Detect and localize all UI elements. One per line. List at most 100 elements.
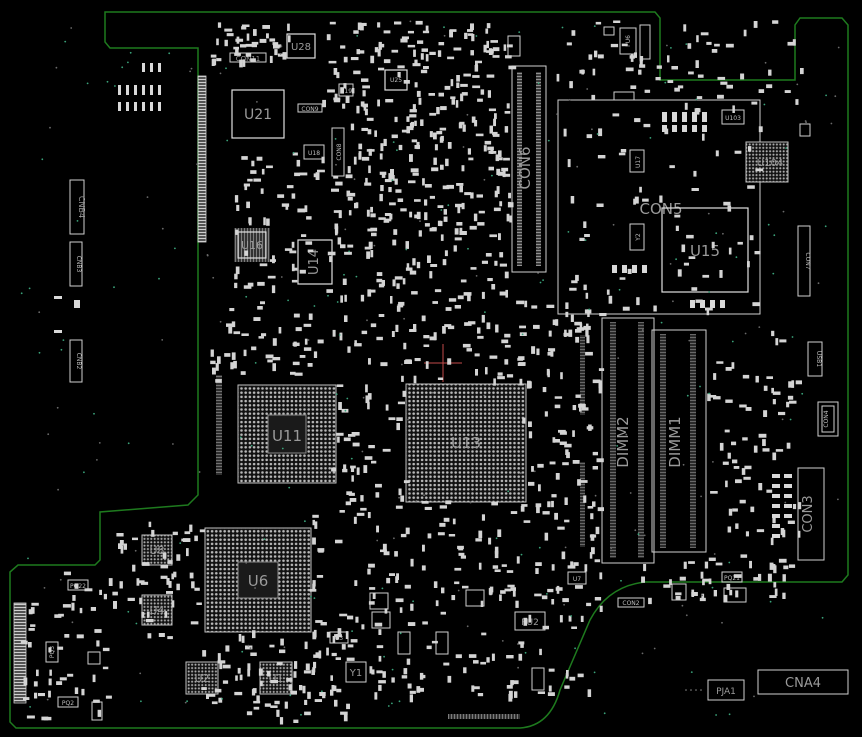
pq2-chip[interactable]: PQ2: [57, 696, 79, 708]
u16-chip[interactable]: U16: [234, 228, 270, 262]
smd-pad: [338, 210, 342, 219]
smd-pad: [189, 572, 194, 579]
y2-crystal[interactable]: Y2: [629, 223, 645, 251]
smd-pad: [176, 583, 180, 591]
cnb4-label: CNB4: [77, 196, 86, 218]
via: [83, 471, 85, 474]
u8-chip[interactable]: U8: [141, 534, 173, 566]
smd-pad: [439, 127, 447, 131]
cnb3-connector[interactable]: CNB3: [69, 241, 83, 287]
pu6-chip[interactable]: PU6: [619, 27, 637, 55]
via: [393, 537, 395, 540]
bottom-left-connector[interactable]: [13, 602, 27, 704]
smd-pad: [23, 697, 30, 700]
pq3-chip[interactable]: PQ3: [45, 641, 59, 663]
smd-pad: [691, 287, 698, 291]
smd-pad: [245, 645, 253, 650]
smd-pad: [481, 514, 485, 521]
smd-pad: [231, 321, 236, 328]
smd-pad: [309, 589, 317, 592]
dimm1-slot[interactable]: DIMM1: [651, 329, 707, 553]
u15-chip[interactable]: U15: [661, 207, 749, 293]
via: [212, 276, 215, 279]
smd-pad: [599, 572, 603, 580]
smd-pad: [620, 149, 627, 153]
con4-connector[interactable]: CON4: [817, 401, 839, 437]
smd-pad: [675, 592, 682, 596]
con6-connector[interactable]: CON6: [511, 65, 547, 273]
con9-connector[interactable]: CON9: [297, 103, 323, 113]
u28-chip[interactable]: U28: [286, 33, 316, 59]
smd-pad: [599, 313, 607, 317]
left-edge-connector[interactable]: [197, 75, 207, 243]
via: [547, 139, 550, 142]
smd-pad: [312, 583, 316, 592]
smd-pad: [288, 684, 293, 691]
smd-pad: [332, 685, 337, 692]
u17-chip[interactable]: U17: [629, 149, 645, 173]
smd-pad: [735, 523, 739, 529]
via: [695, 98, 698, 101]
usb1-label: USB1: [815, 351, 822, 367]
smd-pad: [234, 195, 239, 203]
smd-pad: [687, 43, 692, 49]
smd-pad: [449, 29, 453, 38]
smd-pad: [406, 116, 410, 122]
smd-pad: [81, 688, 85, 696]
smd-pad: [392, 239, 397, 246]
smd-pad: [423, 344, 430, 347]
smd-pad: [361, 78, 369, 82]
cnb2-connector[interactable]: CNB2: [69, 339, 83, 383]
con5-area[interactable]: CON5: [557, 99, 761, 315]
u104-chip[interactable]: U104: [745, 141, 789, 183]
smd-pad: [579, 69, 585, 74]
y1-crystal[interactable]: Y1: [345, 661, 367, 683]
via: [539, 281, 542, 284]
con2-connector[interactable]: CON2: [617, 597, 645, 608]
smd-pad: [459, 227, 463, 234]
dimm2-slot[interactable]: DIMM2: [601, 317, 655, 564]
u18-chip[interactable]: U18: [303, 144, 325, 160]
smd-pad: [597, 54, 604, 59]
smd-pad: [210, 360, 216, 365]
con3-connector[interactable]: CON3: [797, 467, 825, 561]
smd-pad: [515, 600, 519, 608]
smd-pad: [426, 645, 432, 650]
via: [60, 348, 63, 351]
smd-pad: [236, 204, 240, 211]
smd-pad: [579, 237, 585, 241]
smd-pad: [358, 151, 362, 158]
smd-pad: [282, 52, 287, 60]
u11-chip[interactable]: U11: [237, 384, 337, 484]
con7-connector[interactable]: CON7: [797, 225, 811, 297]
cnb4-connector[interactable]: CNB4: [69, 179, 86, 235]
smd-pad: [216, 38, 219, 46]
smd-pad: [266, 33, 269, 39]
via: [304, 520, 306, 523]
u21-chip[interactable]: U21: [231, 89, 285, 139]
usb1-connector[interactable]: USB1: [807, 341, 823, 377]
smd-pad: [236, 36, 240, 44]
smd-pad: [340, 45, 346, 49]
u13-label: U13: [451, 434, 481, 452]
smd-pad: [396, 417, 403, 421]
u6-chip[interactable]: U6: [204, 527, 312, 633]
smd-pad: [362, 85, 370, 89]
via: [712, 461, 714, 463]
via: [475, 275, 478, 277]
smd-pad: [669, 579, 672, 585]
smd-pad: [454, 305, 461, 309]
con11-connector[interactable]: CON11: [229, 52, 267, 63]
pja1-jack[interactable]: PJA1: [707, 679, 745, 701]
pu2-chip[interactable]: PU2: [514, 611, 546, 631]
smd-pad: [475, 133, 484, 137]
u13-chip[interactable]: U13: [405, 383, 527, 503]
con8-connector[interactable]: CON8: [331, 127, 345, 177]
cna4-connector[interactable]: CNA4: [757, 669, 849, 695]
via: [643, 534, 646, 537]
u7-chip[interactable]: U7: [567, 571, 587, 585]
smd-pad: [294, 372, 303, 376]
smd-pad: [587, 506, 594, 509]
u14-chip[interactable]: U14: [297, 239, 333, 285]
pq21-chip[interactable]: PQ21: [721, 571, 743, 583]
